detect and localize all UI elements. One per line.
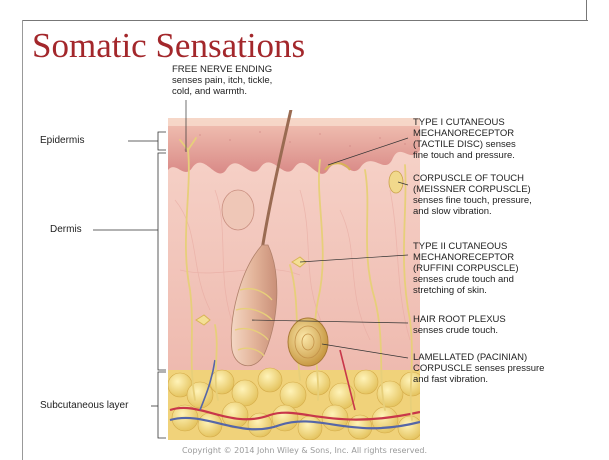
copyright-footer: Copyright © 2014 John Wiley & Sons, Inc.… (0, 446, 609, 455)
callout-type2-mechanoreceptor: TYPE II CUTANEOUS MECHANORECEPTOR (RUFFI… (413, 241, 519, 296)
subcutaneous-label: Subcutaneous layer (40, 400, 128, 412)
dermis-label: Dermis (50, 224, 82, 236)
layer-brackets (93, 132, 166, 438)
callout-type1-mechanoreceptor: TYPE I CUTANEOUS MECHANORECEPTOR (TACTIL… (413, 117, 516, 161)
callout-lamellated-corpuscle: LAMELLATED (PACINIAN) CORPUSCLE senses p… (413, 352, 544, 385)
callout-free-nerve-ending: FREE NERVE ENDING senses pain, itch, tic… (172, 64, 272, 97)
pacinian-corpuscle (288, 318, 328, 366)
callout-hair-root-plexus: HAIR ROOT PLEXUS senses crude touch. (413, 314, 506, 336)
epidermis-label: Epidermis (40, 135, 84, 147)
callout-corpuscle-of-touch: CORPUSCLE OF TOUCH (MEISSNER CORPUSCLE) … (413, 173, 532, 217)
